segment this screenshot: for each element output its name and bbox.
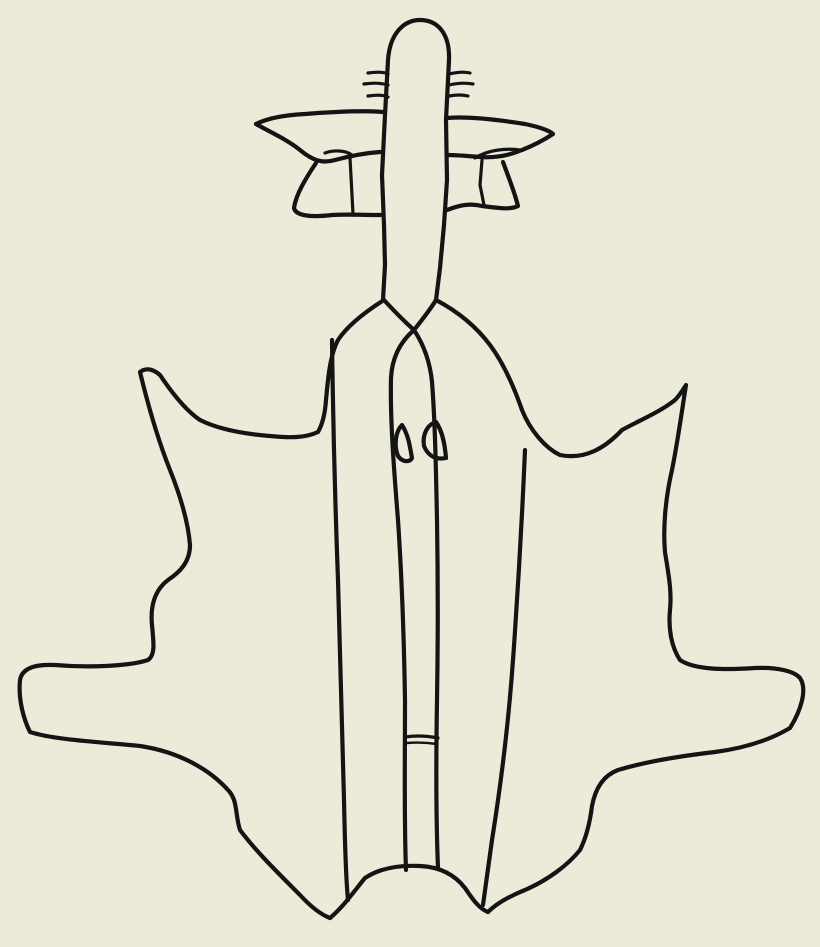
central-channel-left-edge [391,330,414,870]
central-channel-right-edge [414,330,438,868]
upper-right-lobe-divider [480,160,484,205]
channel-crossbar-shadow [407,743,437,744]
upper-left-lobe-outline [294,163,381,216]
bottom-notch-outline [330,866,488,918]
channel-crossbar [405,736,438,738]
right-plate-outline [436,300,803,912]
upper-left-wing-outline [256,111,383,161]
upper-right-wing-outline [447,117,553,157]
upper-left-wing-inner-line [325,151,352,155]
top-tick-marks-right [449,72,473,96]
inner-right-vertical-line [483,450,525,905]
inner-left-vertical-line [332,340,348,900]
upper-left-lobe-divider [350,158,353,214]
left-plate-outline [20,300,384,918]
left-small-opening [396,425,412,461]
upper-column-outline [382,20,449,300]
central-v-junction [384,300,436,330]
